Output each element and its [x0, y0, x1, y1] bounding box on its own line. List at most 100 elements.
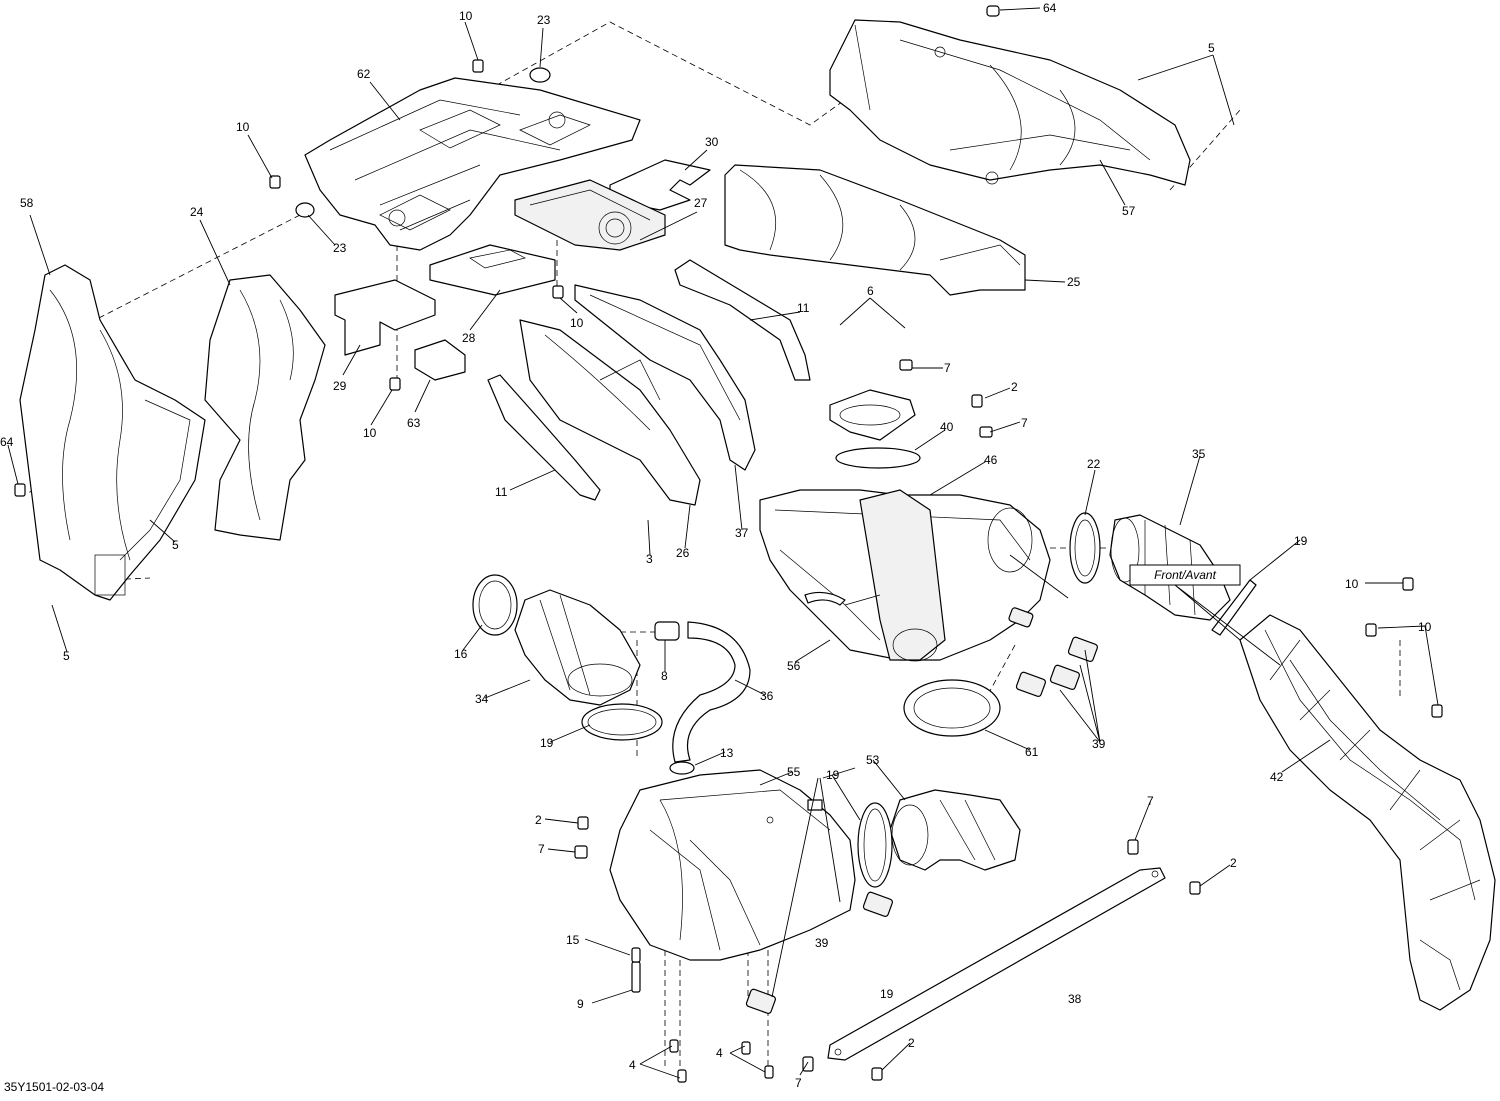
callout-39: 39 — [1092, 737, 1106, 751]
callout-numbers: 10 23 64 5 62 10 30 27 23 58 24 57 25 28… — [0, 1, 1432, 1090]
callout-63: 63 — [407, 416, 421, 430]
part-25-middle-cover — [724, 164, 1026, 296]
part-28-foam — [429, 244, 556, 296]
callout-19: 19 — [540, 736, 554, 750]
part-19-seal-left — [581, 703, 663, 741]
part-53-elbow-duct — [889, 789, 1021, 871]
callout-55: 55 — [787, 765, 801, 779]
callout-34: 34 — [475, 692, 489, 706]
callout-26: 26 — [676, 546, 690, 560]
callout-16: 16 — [454, 647, 468, 661]
callout-28: 28 — [462, 331, 476, 345]
callout-15: 15 — [566, 933, 580, 947]
callout-56: 56 — [787, 659, 801, 673]
callout-27: 27 — [694, 196, 708, 210]
part-8-fitting — [654, 621, 680, 641]
part-63-foam — [414, 339, 466, 381]
part-24-inner-panel — [204, 274, 326, 541]
front-label: Front/Avant — [1129, 564, 1241, 586]
callout-13: 13 — [720, 746, 734, 760]
callout-42: 42 — [1270, 770, 1284, 784]
callout-11: 11 — [797, 301, 810, 315]
callout-58: 58 — [20, 196, 34, 210]
part-39-pads — [745, 607, 1098, 1015]
callout-5: 5 — [1208, 41, 1215, 55]
diagram-reference-code: 35Y1501-02-03-04 — [4, 1080, 104, 1094]
callout-7: 7 — [944, 361, 951, 375]
callout-64: 64 — [0, 435, 14, 449]
callout-7: 7 — [1147, 794, 1154, 808]
leader-lines — [7, 7, 1439, 1079]
part-61-ring — [903, 679, 1001, 737]
part-26-channel — [519, 319, 701, 506]
callout-53: 53 — [866, 753, 880, 767]
part-40-oring — [835, 447, 921, 469]
callout-10: 10 — [1418, 620, 1432, 634]
callout-22: 22 — [1087, 457, 1101, 471]
part-57-upper-cover — [829, 19, 1191, 186]
part-29-foam — [334, 279, 436, 356]
callout-38: 38 — [1068, 992, 1082, 1006]
callout-64: 64 — [1043, 1, 1057, 15]
callout-2: 2 — [535, 813, 542, 827]
callout-10: 10 — [570, 316, 584, 330]
part-6-adapter — [829, 389, 916, 441]
callout-7: 7 — [795, 1076, 802, 1090]
callout-62: 62 — [357, 67, 371, 81]
callout-9: 9 — [577, 997, 584, 1011]
callout-29: 29 — [333, 379, 347, 393]
callout-4: 4 — [629, 1058, 636, 1072]
callout-2: 2 — [1230, 856, 1237, 870]
callout-19: 19 — [1294, 534, 1308, 548]
callout-57: 57 — [1122, 204, 1136, 218]
callout-19: 19 — [826, 768, 840, 782]
callout-10: 10 — [236, 120, 250, 134]
callout-8: 8 — [661, 669, 668, 683]
part-11-seal-upper — [674, 259, 811, 381]
callout-19: 19 — [880, 987, 894, 1001]
callout-11: 11 — [495, 485, 508, 499]
callout-35: 35 — [1192, 447, 1206, 461]
callout-25: 25 — [1067, 275, 1081, 289]
part-56-airbox-housing — [759, 489, 1051, 662]
part-38-strap — [827, 867, 1166, 1061]
callout-39: 39 — [815, 936, 829, 950]
front-label-text: Front/Avant — [1154, 568, 1216, 582]
callout-7: 7 — [1021, 416, 1028, 430]
part-22-clamp — [1069, 512, 1101, 584]
callout-46: 46 — [984, 453, 998, 467]
part-36-hose — [672, 621, 751, 763]
callout-2: 2 — [1011, 380, 1018, 394]
callout-7: 7 — [538, 842, 545, 856]
callout-6: 6 — [867, 284, 874, 298]
callout-4: 4 — [716, 1046, 723, 1060]
callout-23: 23 — [333, 241, 347, 255]
callout-5: 5 — [172, 538, 179, 552]
part-37-channel — [574, 284, 756, 471]
callout-61: 61 — [1025, 745, 1039, 759]
callout-3: 3 — [646, 552, 653, 566]
small-hardware — [14, 5, 1443, 1083]
callout-5: 5 — [63, 649, 70, 663]
callout-2: 2 — [908, 1036, 915, 1050]
part-62-upper-support — [304, 77, 641, 251]
part-34-front-duct — [514, 589, 641, 706]
callout-40: 40 — [940, 420, 954, 434]
callout-10: 10 — [363, 426, 377, 440]
callout-30: 30 — [705, 135, 719, 149]
part-11-seal-lower — [487, 374, 601, 501]
part-42-intake-duct — [1239, 614, 1496, 1011]
callout-24: 24 — [190, 205, 204, 219]
part-13-clamp — [669, 761, 695, 775]
callout-10: 10 — [459, 9, 473, 23]
part-16-clamp — [472, 574, 518, 636]
part-55-lower-airbox — [609, 769, 856, 961]
part-19-seal-mid — [857, 802, 893, 888]
callout-10: 10 — [1345, 577, 1359, 591]
part-27-baffle — [514, 179, 666, 251]
callout-23: 23 — [537, 13, 551, 27]
callout-36: 36 — [760, 689, 774, 703]
callout-37: 37 — [735, 526, 749, 540]
part-58-left-panel — [19, 264, 206, 601]
